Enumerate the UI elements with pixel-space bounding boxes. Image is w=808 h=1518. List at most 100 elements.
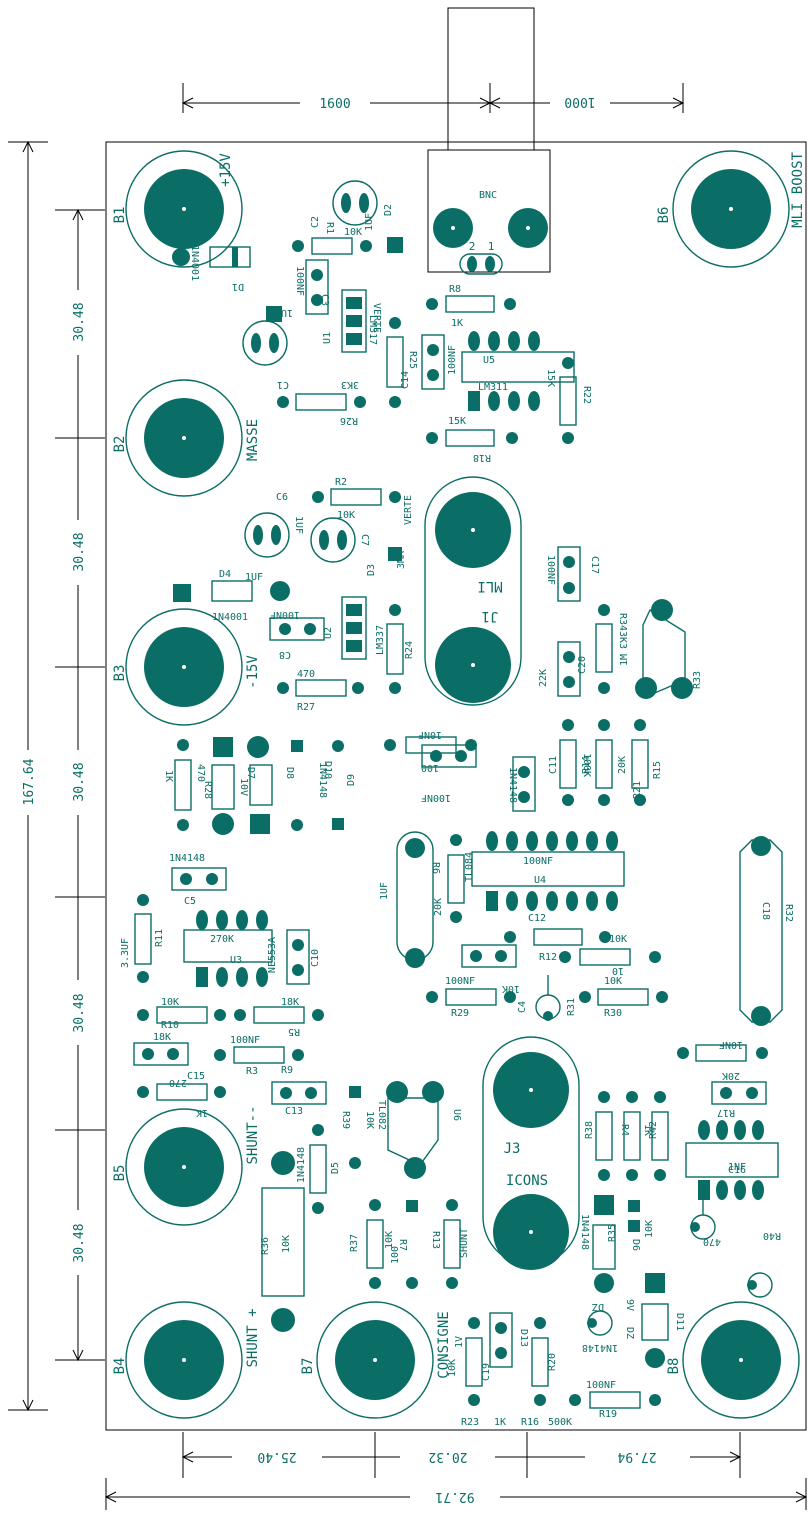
dim-pitch-2: 30.48 (72, 532, 87, 571)
component-label: 10K (364, 1111, 375, 1129)
component-label: C2 (310, 216, 321, 228)
component-label: 20K (722, 1070, 740, 1081)
component-label: 1N4148 (296, 1147, 307, 1183)
component-label: R35 (607, 1224, 618, 1242)
label-j1: J1 (482, 608, 499, 624)
component-label: R40 (763, 1230, 781, 1241)
component-label: C10 (310, 949, 321, 967)
component-label: LM311 (478, 382, 508, 393)
connector-labels: J1 MLI J3 ICONS BNC 2 1 (469, 190, 548, 1189)
component-label: 1K (163, 770, 174, 782)
component-label: R38 (584, 1121, 595, 1139)
component-label: LM317 (367, 315, 378, 345)
component-label: 100NF (270, 609, 300, 620)
component-label: R36 (260, 1237, 271, 1255)
component-label: U6 (451, 1109, 462, 1121)
component-label: R11 (154, 929, 165, 947)
component-label: 1K (494, 1417, 506, 1428)
component-label: 20K (617, 756, 628, 774)
component-label: R16 (521, 1417, 539, 1428)
component-label: C12 (528, 913, 546, 924)
component-label: D4 (219, 569, 231, 580)
component-label: VERTE (403, 495, 414, 525)
mount-b2 (125, 379, 243, 497)
component-label: 10K (344, 227, 362, 238)
component-label: 1K (642, 1124, 653, 1136)
component-label: C7 (359, 534, 370, 546)
component-label: D6 (630, 1239, 641, 1251)
label-b3: B3 (112, 665, 128, 682)
component-label: R24 (404, 641, 415, 659)
component-label: 10K (502, 983, 520, 994)
component-label: 100NF (447, 345, 458, 375)
component-label: 1N4001 (212, 612, 248, 623)
component-label: 15K (545, 369, 556, 387)
label-b1: B1 (112, 207, 128, 224)
component-label: D2 (383, 204, 394, 216)
dimension-lines (8, 83, 808, 1510)
component-label: 100NF (294, 266, 305, 296)
label-b3-note: -15V (245, 655, 261, 689)
label-b4-note: SHUNT + (245, 1308, 261, 1367)
mounting-holes (125, 150, 800, 1419)
board-outline (105, 141, 807, 1431)
component-label: 470 (703, 1236, 721, 1247)
component-label: R9 (281, 1065, 293, 1076)
component-label: R8 (449, 284, 461, 295)
component-label: 100NF (230, 1035, 260, 1046)
component-label: C18 (760, 902, 771, 920)
component-label: R34 (617, 613, 628, 631)
dim-top-2: 1000 (564, 94, 595, 109)
component-label: 470 (297, 669, 315, 680)
label-b6: B6 (656, 207, 672, 224)
component-label: C6 (276, 492, 288, 503)
connector-j3 (482, 1036, 580, 1270)
component-label: C13 (285, 1106, 303, 1117)
component-label: 1UF (245, 572, 263, 583)
component-label: 10K (281, 1235, 292, 1253)
label-b5: B5 (112, 1165, 128, 1182)
component-label: 18K (281, 997, 299, 1008)
label-b4: B4 (112, 1358, 128, 1375)
component-label: 20K (433, 898, 444, 916)
component-label: 1UF (293, 516, 304, 534)
bnc-pads (433, 208, 548, 275)
component-label: 10K (644, 1220, 655, 1238)
component-label: D9 (346, 774, 357, 786)
component-label: D1 (232, 281, 244, 292)
component-label: 1V (454, 1336, 465, 1348)
component-label: 10K (337, 510, 355, 521)
component-label: 1N4148 (582, 1342, 618, 1353)
component-label: D11 (674, 1313, 685, 1331)
component-label: U5 (483, 355, 495, 366)
component-label: R20 (547, 1353, 558, 1371)
component-label: R12 (539, 952, 557, 963)
connector-j1 (424, 476, 522, 706)
component-label: 100 (390, 1246, 401, 1264)
component-label: C1 (277, 379, 289, 390)
components (133, 180, 783, 1409)
component-label: 1N4148 (579, 1214, 590, 1250)
component-label: 1UF (379, 882, 390, 900)
dim-bottom-3: 27.94 (617, 1449, 656, 1464)
component-label: D5 (330, 1162, 341, 1174)
component-label: R39 (340, 1111, 351, 1129)
component-label: 500K (548, 1417, 572, 1428)
label-bnc-pin1: 1 (488, 240, 495, 253)
component-label: 1NF (728, 1162, 746, 1173)
component-label: R10 (161, 1020, 179, 1031)
component-label: 3K3 (617, 631, 628, 649)
component-label: 1M (619, 654, 630, 666)
component-label: 470 (195, 764, 206, 782)
component-label: 100NF (523, 856, 553, 867)
component-label: SHUNT (459, 1228, 470, 1258)
component-label: R30 (604, 1008, 622, 1019)
component-label: U4 (534, 875, 546, 886)
label-j3: J3 (504, 1141, 521, 1157)
component-label: R19 (599, 1409, 617, 1420)
component-label: D7 (245, 767, 256, 779)
component-label: 100NF (445, 976, 475, 987)
component-label: R33 (692, 671, 703, 689)
component-label: U1 (322, 332, 333, 344)
